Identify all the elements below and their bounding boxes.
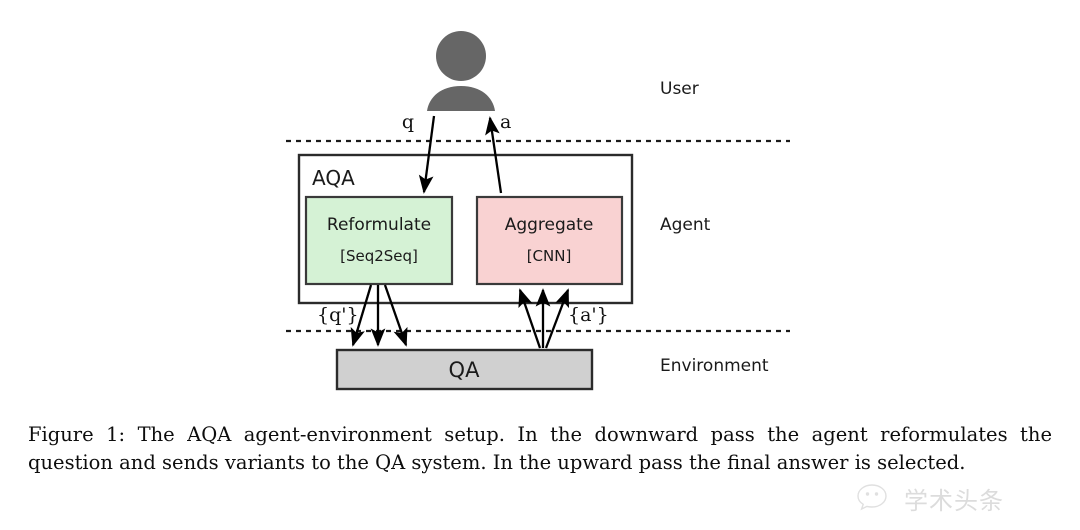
aqa-container-label: AQA xyxy=(312,166,355,190)
edge-answer-variant-arrow-1 xyxy=(518,288,542,349)
edge-label-question: q xyxy=(402,111,414,133)
zone-label-user: User xyxy=(660,79,699,99)
edge-label-answer-variants: {a'} xyxy=(568,304,609,326)
aqa-architecture-diagram: User Agent Environment AQA Reformulate [… xyxy=(286,31,790,391)
edge-answer-variant-arrow-3 xyxy=(544,288,570,349)
watermark-text: 学术头条 xyxy=(904,486,1004,515)
edge-answer-arrow xyxy=(485,116,503,194)
module-subtitle-reformulate: [Seq2Seq] xyxy=(340,247,418,265)
module-box-reformulate[interactable] xyxy=(304,195,454,286)
zone-label-environment: Environment xyxy=(660,356,769,376)
edge-question-arrow xyxy=(418,115,436,194)
module-box-aggregate[interactable] xyxy=(475,195,624,286)
module-title-reformulate: Reformulate xyxy=(327,215,431,235)
zone-label-agent: Agent xyxy=(660,215,711,235)
wechat-bubble-icon xyxy=(857,484,887,511)
environment-box-label: QA xyxy=(449,358,481,382)
figure-caption: Figure 1: The AQA agent-environment setu… xyxy=(28,423,1052,474)
edge-label-answer: a xyxy=(500,111,511,133)
user-avatar-icon xyxy=(427,31,495,111)
module-subtitle-aggregate: [CNN] xyxy=(527,247,572,265)
environment-box-qa[interactable] xyxy=(335,348,594,391)
watermark: 学术头条 xyxy=(856,476,1056,520)
edge-question-variant-arrow-1 xyxy=(350,284,373,347)
module-title-aggregate: Aggregate xyxy=(505,215,594,235)
edge-question-variant-arrow-3 xyxy=(383,284,408,347)
edge-label-question-variants: {q'} xyxy=(317,304,359,326)
